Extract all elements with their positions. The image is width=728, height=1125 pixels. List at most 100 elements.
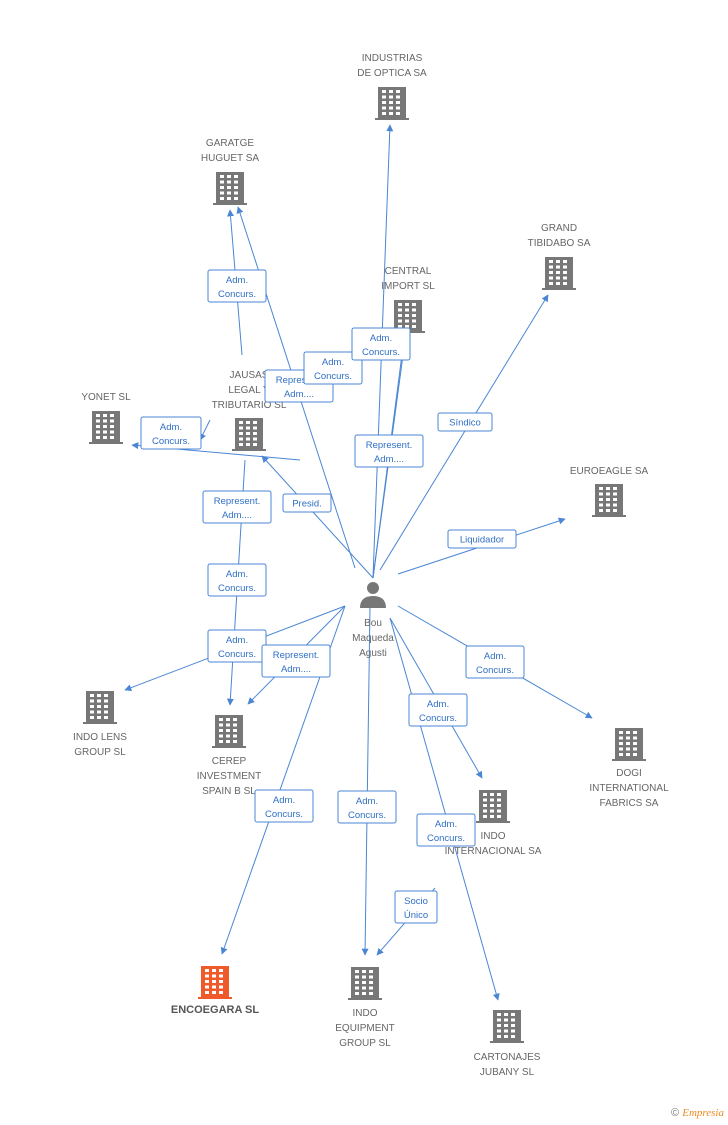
relation-text: Concurs. [362, 347, 400, 358]
relation-label[interactable]: Adm.Concurs. [254, 789, 314, 823]
building-icon [89, 411, 123, 444]
company-label: CENTRAL [385, 266, 432, 277]
brand-logo: Empresia [682, 1107, 724, 1119]
relation-text: Adm.... [281, 664, 311, 675]
building-icon [212, 715, 246, 748]
company-node-euroeagle[interactable]: EUROEAGLE SA [570, 466, 649, 517]
company-node-yonet[interactable]: YONET SL [81, 392, 131, 444]
relation-text: Represent. [366, 440, 412, 451]
relation-edge [379, 294, 549, 571]
relation-text: Adm.... [222, 510, 252, 521]
relation-label[interactable]: Liquidador [447, 529, 517, 549]
building-icon [198, 966, 232, 999]
company-label: INVESTMENT [197, 771, 261, 782]
relation-text: Concurs. [314, 371, 352, 382]
relation-text: Síndico [449, 418, 481, 429]
relation-text: Represent. [214, 496, 260, 507]
company-label: LEGAL Y [228, 385, 269, 396]
company-label: JUBANY SL [480, 1067, 535, 1078]
relation-label[interactable]: Adm.Concurs. [337, 790, 397, 824]
company-node-indointer[interactable]: INDO INTERNACIONAL SA [445, 790, 542, 857]
edges-layer [124, 124, 593, 1001]
relation-text: Adm. [484, 651, 506, 662]
person-label: Bou [364, 618, 382, 629]
building-icon [476, 790, 510, 823]
relation-label[interactable]: Adm. Concurs. [351, 327, 411, 361]
company-label: DOGI [616, 768, 642, 779]
relation-label[interactable]: Adm.Concurs. [408, 693, 468, 727]
company-label: TRIBUTARIO SL [212, 400, 287, 411]
company-label: INDO LENS [73, 732, 127, 743]
relation-label[interactable]: Adm. Concurs. [207, 563, 267, 597]
relation-text: Adm. [370, 333, 392, 344]
relation-label[interactable]: Adm.Concurs. [207, 269, 267, 303]
company-label: INDO [481, 831, 506, 842]
company-node-jausas[interactable]: JAUSAS LEGAL Y TRIBUTARIO SL [212, 370, 287, 451]
relation-text: Único [404, 910, 428, 921]
relation-edge [361, 605, 371, 956]
company-label: FABRICS SA [600, 798, 659, 809]
relation-label[interactable]: Síndico [437, 412, 493, 432]
footer-brand[interactable]: © Empresia [671, 1107, 724, 1119]
brand-rest: mpresia [688, 1107, 724, 1119]
company-node-encoegara[interactable]: ENCOEGARA SL [171, 966, 259, 1016]
person-icon [360, 582, 386, 608]
relation-text: Adm. [226, 275, 248, 286]
company-node-garatge[interactable]: GARATGE HUGUET SA [201, 138, 259, 205]
relation-label[interactable]: Represent. Adm.... [202, 490, 272, 524]
company-label: EQUIPMENT [335, 1023, 394, 1034]
company-label: HUGUET SA [201, 153, 259, 164]
company-label: GRAND [541, 223, 577, 234]
relation-text: Concurs. [476, 665, 514, 676]
relation-label[interactable]: Represent. Adm.... [354, 434, 424, 468]
relation-label[interactable]: Adm. Concurs. [303, 351, 363, 385]
company-label: SPAIN B SL [202, 786, 256, 797]
relation-label[interactable]: Represent.Adm.... [261, 644, 331, 678]
company-label: GROUP SL [74, 747, 126, 758]
company-label: INDO [353, 1008, 378, 1019]
company-node-indolens[interactable]: INDO LENS GROUP SL [73, 691, 127, 758]
relation-label[interactable]: Adm.Concurs. [207, 629, 267, 663]
relation-text: Adm. [226, 635, 248, 646]
company-label: CARTONAJES [474, 1052, 541, 1063]
relation-text: Adm. [226, 569, 248, 580]
building-icon [542, 257, 576, 290]
relation-text: Adm. [435, 819, 457, 830]
relation-text: Adm.... [374, 454, 404, 465]
company-node-cartonajes[interactable]: CARTONAJES JUBANY SL [474, 1010, 541, 1078]
company-label: INTERNACIONAL SA [445, 846, 542, 857]
building-icon [391, 300, 425, 333]
relations-layer: Adm. Concurs. Adm. Concurs. Adm. Concurs. Repr… [140, 269, 525, 924]
company-label: IMPORT SL [381, 281, 435, 292]
relation-label[interactable]: Adm. Concurs. [465, 645, 525, 679]
building-icon [375, 87, 409, 120]
relation-edge [261, 455, 374, 579]
relation-text: Adm.... [284, 389, 314, 400]
relation-text: Concurs. [427, 833, 465, 844]
relation-label[interactable]: Adm.Concurs. [140, 416, 202, 450]
company-label: DE OPTICA SA [357, 68, 427, 79]
relation-text: Concurs. [419, 713, 457, 724]
company-label: JAUSAS [230, 370, 269, 381]
company-label: CEREP [212, 756, 247, 767]
building-icon [348, 967, 382, 1000]
company-label: ENCOEGARA SL [171, 1004, 259, 1016]
company-label: GARATGE [206, 138, 254, 149]
relation-label[interactable]: Adm. Concurs. [416, 813, 476, 847]
relation-text: Adm. [322, 357, 344, 368]
relation-text: Concurs. [152, 436, 190, 447]
relation-text: Adm. [356, 796, 378, 807]
company-label: YONET SL [81, 392, 131, 403]
relation-text: Concurs. [218, 583, 256, 594]
company-node-cerep[interactable]: CEREP INVESTMENT SPAIN B SL [197, 715, 261, 797]
relation-label[interactable]: Presid. [282, 493, 332, 513]
company-node-central[interactable]: CENTRAL IMPORT SL [381, 266, 435, 333]
person-label: Agusti [359, 648, 387, 659]
building-icon [592, 484, 626, 517]
